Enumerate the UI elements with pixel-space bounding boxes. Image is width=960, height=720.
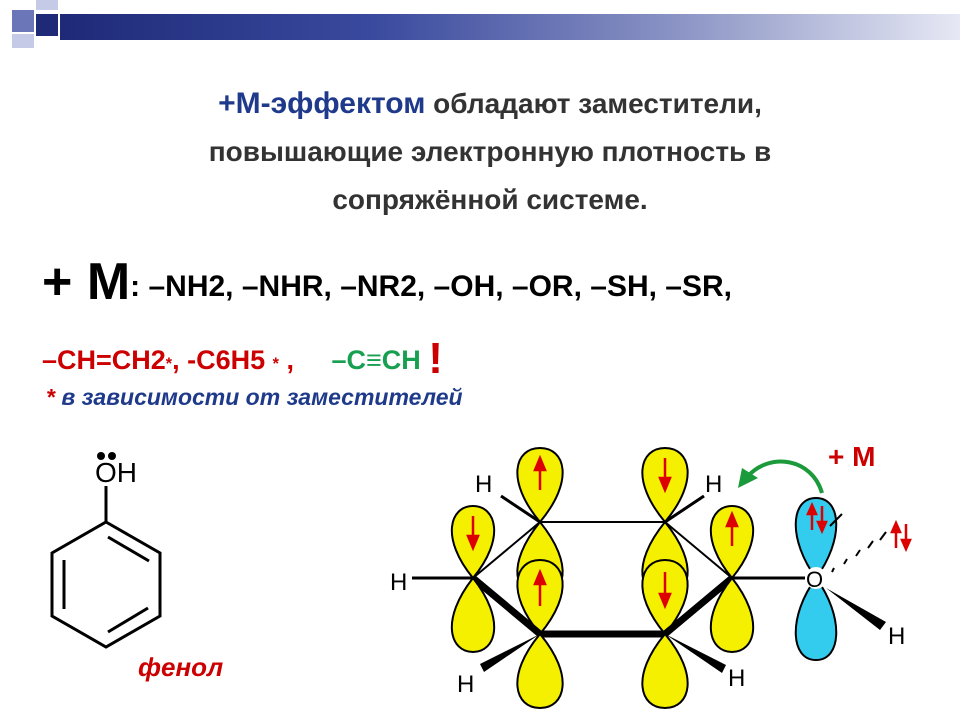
- ring-bond-front: [470, 575, 543, 637]
- bond-stub: [829, 513, 843, 527]
- phenol-name: фенол: [138, 652, 223, 682]
- asterisk-mark: *: [165, 355, 173, 373]
- title-line-3: сопряжённой системе.: [332, 184, 648, 215]
- title-line-1: +M-эффектом обладают заместители,: [40, 80, 940, 128]
- oxygen-orbital-lower-lobe: [794, 576, 838, 662]
- effect-label: + M: [828, 441, 875, 472]
- ring-bond: [664, 521, 733, 579]
- h-label: H: [888, 623, 905, 650]
- asterisk-mark: *: [46, 384, 55, 410]
- c-h-bond: [500, 494, 541, 524]
- separator: ,: [278, 345, 294, 375]
- oxygen-atom: [805, 567, 827, 589]
- exclamation-mark: !: [428, 334, 443, 383]
- effect-curved-arrow: [746, 459, 824, 494]
- oh-label: OH: [95, 457, 137, 488]
- ethynyl-group: –C≡CH: [331, 345, 421, 375]
- header-gradient-bar: [60, 14, 960, 40]
- oxygen-label: O: [806, 567, 823, 592]
- plus-m-prefix: + М: [42, 253, 131, 311]
- header-square-decoration: [36, 14, 58, 36]
- phenol-structure: OH фенол: [50, 452, 223, 682]
- header-square-decoration: [12, 10, 34, 32]
- phenyl-group: , -C6H5: [172, 345, 273, 375]
- o-h-wedge: [826, 588, 886, 630]
- colon: :: [130, 270, 149, 303]
- benzene-ring: [50, 520, 162, 649]
- title-rest: обладают заместители,: [425, 88, 762, 119]
- lone-pair-dot: [97, 452, 105, 460]
- footnote: * в зависимости от заместителей: [46, 384, 463, 411]
- header-square-decoration: [36, 0, 58, 10]
- orbital-diagram: O + M H H: [390, 441, 912, 710]
- h-label: H: [457, 671, 474, 698]
- title-line-2: повышающие электронную плотность в: [208, 136, 772, 167]
- c-h-wedge: [480, 634, 540, 672]
- dashed-bond: [831, 531, 887, 573]
- p-orbital-lower-lobe: [641, 632, 689, 710]
- h-label: H: [705, 471, 722, 498]
- ring-bond-front: [662, 575, 735, 637]
- c-h-bond: [664, 494, 705, 524]
- p-orbital-lower-lobe: [516, 632, 564, 710]
- title-block: +M-эффектом обладают заместители, повыша…: [40, 80, 940, 224]
- ring-bond: [472, 521, 541, 579]
- inner-double-bond: [107, 606, 149, 634]
- oxygen-orbital-upper-lobe: [794, 496, 838, 580]
- h-label: H: [475, 471, 492, 498]
- asterisk-mark: *: [272, 355, 279, 373]
- effect-arrow-head: [738, 468, 758, 488]
- plus-m-groups-row: + М: –NH2, –NHR, –NR2, –OH, –OR, –SH, –S…: [42, 252, 732, 312]
- header-square-decoration: [12, 34, 34, 48]
- h-label: H: [390, 569, 407, 596]
- conditional-groups-row: –CH=CH2*, -C6H5 * , –C≡CH !: [42, 334, 443, 384]
- inner-double-bond: [107, 535, 150, 563]
- h-label: H: [728, 665, 745, 692]
- vinyl-group: –CH=CH2: [42, 345, 166, 375]
- footnote-text: в зависимости от заместителей: [54, 384, 463, 410]
- lone-pair-dot: [108, 452, 116, 460]
- p-orbital-lower-lobe: [709, 576, 755, 654]
- title-accent: +M-эффектом: [218, 87, 426, 120]
- c-h-wedge: [665, 634, 726, 673]
- substituent-list: –NH2, –NHR, –NR2, –OH, –OR, –SH, –SR,: [148, 270, 732, 303]
- p-orbital-lower-lobe: [450, 576, 496, 654]
